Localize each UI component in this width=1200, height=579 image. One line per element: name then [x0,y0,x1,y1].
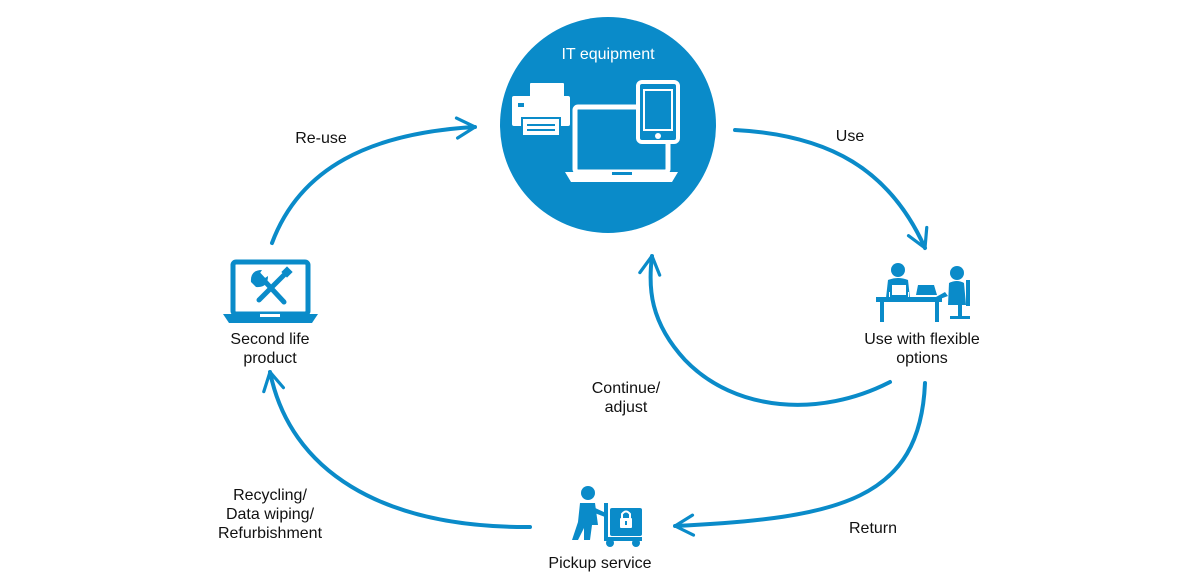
reuse-arrow [270,116,477,245]
reuse-label: Re-use [295,130,347,147]
use-flexible-label-line2: options [896,350,948,367]
return-arrow [673,381,927,537]
office-desk-icon [876,263,970,322]
continue-label-line1: Continue/ [591,380,661,397]
laptop-repair-icon [223,259,318,323]
continue-label-line2: adjust [604,399,648,416]
continue-adjust-label: Continue/ adjust [566,379,686,417]
second-life-label-line2: product [243,350,297,367]
recycling-label-line1: Recycling/ [233,487,307,504]
recycling-arrow [262,370,532,530]
pickup-service-label: Pickup service [548,555,652,572]
return-label: Return [848,520,898,537]
pickup-trolley-icon [572,486,642,547]
it-equipment-title: IT equipment [561,46,655,63]
use-flexible-label-line1: Use with flexible [864,331,980,348]
tablet-icon [636,80,680,144]
use-label: Use [835,128,865,145]
recycling-label-line3: Refurbishment [217,525,323,542]
recycling-label-line2: Data wiping/ [225,506,315,523]
second-life-label: Second life product [200,330,340,368]
printer-icon [512,83,570,137]
continue-arrow [638,254,892,407]
second-life-label-line1: Second life [230,331,310,348]
use-arrow [733,128,929,250]
recycling-label: Recycling/ Data wiping/ Refurbishment [190,486,350,543]
use-flexible-label: Use with flexible options [842,330,1002,368]
